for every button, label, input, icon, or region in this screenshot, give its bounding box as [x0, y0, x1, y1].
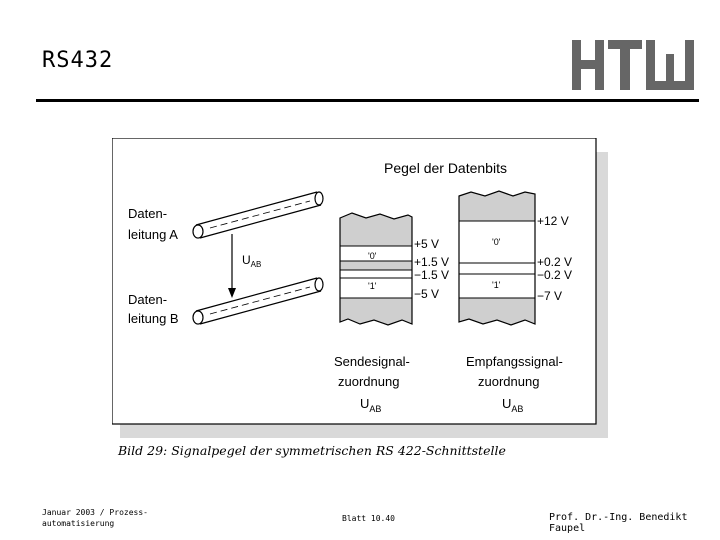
htw-logo	[572, 40, 694, 94]
uab-label: UAB	[242, 253, 261, 269]
slide-title: RS432	[42, 48, 114, 73]
receive-uab-label: UAB	[502, 396, 523, 414]
send-level-plus1-5: +1.5 V	[414, 255, 449, 269]
receive-level-plus12: +12 V	[537, 214, 569, 228]
send-label-2: zuordnung	[338, 374, 399, 389]
signal-level-figure: Pegel der Datenbits Daten- leitung A Dat…	[111, 137, 612, 442]
figure-caption: Bild 29: Signalpegel der symmetrischen R…	[118, 443, 506, 458]
receive-label-1: Empfangssignal-	[466, 354, 563, 369]
line-a-label-1: Daten-	[128, 206, 167, 221]
cable-a	[192, 191, 324, 239]
send-uab-label: UAB	[360, 396, 381, 414]
receive-level-minus7: −7 V	[537, 289, 562, 303]
receive-one-label: '1'	[492, 280, 501, 290]
footer-author: Prof. Dr.-Ing. Benedikt Faupel	[549, 512, 688, 534]
send-level-minus5: −5 V	[414, 287, 439, 301]
footer-page: Blatt 10.40	[342, 514, 395, 523]
send-level-plus5: +5 V	[414, 237, 439, 251]
footer-date: Januar 2003 / Prozess-automatisierung	[42, 508, 148, 528]
line-b-label-1: Daten-	[128, 292, 167, 307]
receive-zero-label: '0'	[492, 237, 501, 247]
send-one-label: '1'	[368, 281, 377, 291]
cable-b	[192, 277, 324, 325]
receive-level-minus0-2: −0.2 V	[537, 268, 572, 282]
uab-arrow	[228, 234, 236, 298]
header-divider	[36, 99, 699, 102]
receive-level-plus0-2: +0.2 V	[537, 255, 572, 269]
send-level-minus1-5: −1.5 V	[414, 268, 449, 282]
receive-level-column	[458, 190, 536, 326]
send-level-column	[339, 212, 413, 326]
receive-label-2: zuordnung	[478, 374, 539, 389]
figure-heading: Pegel der Datenbits	[384, 160, 507, 176]
send-label-1: Sendesignal-	[334, 354, 410, 369]
line-b-label-2: leitung B	[128, 311, 179, 326]
line-a-label-2: leitung A	[128, 227, 178, 242]
send-zero-label: '0'	[368, 251, 377, 261]
